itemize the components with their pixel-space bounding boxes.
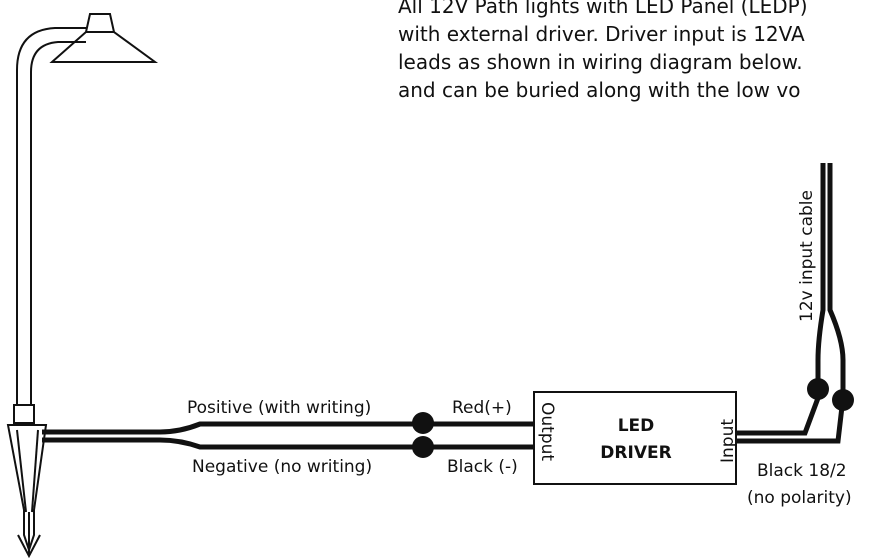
- black-wire-connector: [412, 436, 434, 458]
- led-driver-box: [533, 391, 737, 485]
- red-label: Red(+): [452, 398, 512, 418]
- output-connectors: [412, 412, 434, 458]
- input-connector-1: [807, 378, 829, 400]
- negative-label: Negative (no writing): [192, 457, 372, 477]
- input-connectors: [807, 378, 854, 411]
- driver-title-line1: LED: [618, 416, 655, 436]
- intro-line-1: All 12V Path lights with LED Panel (LEDP…: [398, 0, 808, 18]
- no-polarity-label: (no polarity): [747, 488, 852, 508]
- stem-connector: [13, 404, 35, 424]
- intro-line-2: with external driver. Driver input is 12…: [398, 22, 805, 46]
- intro-line-4: and can be buried along with the low vo: [398, 78, 801, 102]
- driver-output-label: Output: [537, 402, 557, 461]
- lamp-shade: [49, 13, 159, 63]
- black-18-2-label: Black 18/2: [757, 461, 847, 481]
- positive-wire: [42, 421, 535, 435]
- input-wires: [736, 163, 846, 444]
- path-light-fixture: [6, 13, 159, 558]
- negative-wire: [42, 437, 535, 450]
- ground-stake: [6, 424, 48, 554]
- intro-text: All 12V Path lights with LED Panel (LEDP…: [398, 0, 869, 104]
- input-cable-label: 12v input cable: [797, 190, 817, 322]
- output-wires: [42, 421, 535, 450]
- input-connector-2: [832, 389, 854, 411]
- input-wire-2: [736, 163, 846, 444]
- lamp-stem: [16, 27, 86, 405]
- positive-label: Positive (with writing): [187, 398, 371, 418]
- black-label: Black (-): [447, 457, 518, 477]
- driver-title-line2: DRIVER: [600, 443, 671, 463]
- red-wire-connector: [412, 412, 434, 434]
- intro-line-3: leads as shown in wiring diagram below.: [398, 50, 803, 74]
- driver-input-label: Input: [718, 419, 738, 463]
